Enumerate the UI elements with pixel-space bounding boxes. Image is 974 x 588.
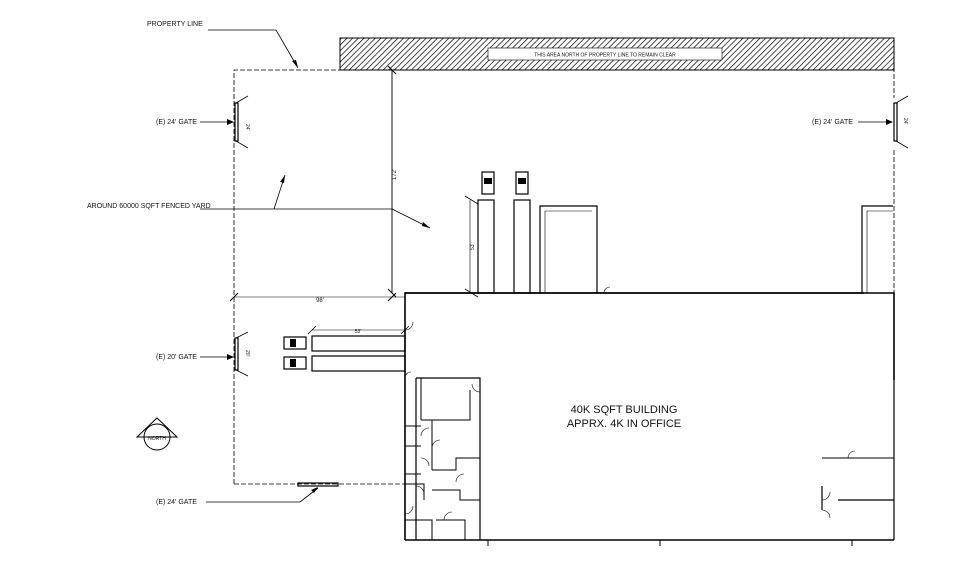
- gate-w-label: (E) 20' GATE: [156, 354, 197, 361]
- yard-height-text: 172': [392, 169, 398, 180]
- gate-ne-dim: 24': [902, 118, 908, 125]
- gate-nw: (E) 24' GATE 24': [156, 95, 250, 149]
- clear-area-label: THIS AREA NORTH OF PROPERTY LINE TO REMA…: [534, 53, 676, 59]
- yard-height-dimension: 172': [387, 65, 398, 298]
- gate-s-label: (E) 24' GATE: [156, 499, 197, 506]
- north-arrow: NORTH: [135, 417, 179, 451]
- clear-area-band: THIS AREA NORTH OF PROPERTY LINE TO REMA…: [339, 37, 895, 71]
- gate-w: (E) 20' GATE 20': [156, 331, 250, 377]
- building-outline: [404, 205, 895, 546]
- property-line-label: PROPERTY LINE: [147, 21, 203, 28]
- building-label: 40K SQFT BUILDING APPRX. 4K IN OFFICE: [567, 404, 681, 430]
- gate-s: (E) 24' GATE: [156, 482, 339, 506]
- building-label-line2: APPRX. 4K IN OFFICE: [567, 418, 681, 430]
- trucks-north: 53': [464, 171, 531, 298]
- fenced-yard: [233, 69, 895, 485]
- gate-ne-label: (E) 24' GATE: [812, 119, 853, 126]
- gate-w-dim: 20': [244, 350, 250, 357]
- trucks-west: 53': [283, 325, 410, 372]
- east-rooms: [821, 450, 894, 519]
- property-line-callout: PROPERTY LINE: [147, 21, 299, 69]
- yard-width-text: 98': [316, 298, 324, 304]
- gate-nw-label: (E) 24' GATE: [156, 119, 197, 126]
- yard-width-dimension: 98': [229, 292, 405, 304]
- north-label: NORTH: [148, 436, 166, 442]
- trailer-h-dim: 53': [355, 329, 362, 335]
- fenced-yard-label: AROUND 60000 SQFT FENCED YARD: [87, 203, 211, 210]
- gate-ne: (E) 24' GATE 24': [812, 95, 909, 149]
- fenced-yard-callout: AROUND 60000 SQFT FENCED YARD: [87, 174, 431, 229]
- trailer-v-dim: 53': [470, 243, 476, 250]
- building-label-line1: 40K SQFT BUILDING: [571, 404, 678, 416]
- office-rooms: [404, 321, 481, 540]
- gate-nw-dim: 24': [244, 124, 250, 131]
